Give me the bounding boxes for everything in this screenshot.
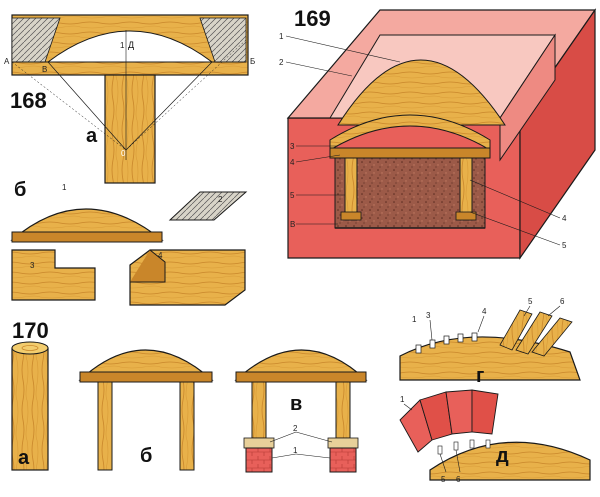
fig170-g-label-5: 5 xyxy=(528,297,533,306)
fig170-view-b: б xyxy=(140,445,152,467)
fig170-d-label-6: 6 xyxy=(456,475,461,484)
fig169-label-5: 5 xyxy=(290,191,295,200)
fig169-label-r5: 5 xyxy=(562,241,567,250)
fig168-guide-right xyxy=(125,39,247,151)
fig170-view-v: в xyxy=(290,393,302,415)
fig168-arc-segment xyxy=(46,30,214,63)
fig168-label-1: 1 xyxy=(120,41,125,50)
fig170-g-label-6: 6 xyxy=(560,297,565,306)
figure-170: 170 а б xyxy=(11,297,591,484)
fig168-view-a: а xyxy=(86,125,98,147)
fig168-guide-left xyxy=(11,61,127,151)
fig169-wedge-left xyxy=(340,211,362,221)
fig169-label-4: 4 xyxy=(290,158,295,167)
fig168-b-label-2: 2 xyxy=(218,195,223,204)
fig169-label-v: В xyxy=(290,220,295,229)
figure-168: 168 а 1 Д А В Б 0 б 1 2 3 4 xyxy=(4,14,255,306)
fig168-label-d: Д xyxy=(128,40,134,50)
fig168-view-b: б xyxy=(14,179,26,201)
fig170-g-label-4: 4 xyxy=(482,307,487,316)
fig170-view-a-log xyxy=(11,341,49,471)
fig170-view-v-frame xyxy=(234,349,368,473)
fig168-hatched-piece xyxy=(168,191,248,221)
fig170-view-b-frame xyxy=(78,349,214,471)
fig170-view-g-board xyxy=(399,305,581,381)
fig170-view-a: а xyxy=(18,447,30,469)
fig168-b-label-4: 4 xyxy=(158,251,163,260)
fig170-view-d-arch xyxy=(399,389,591,481)
fig170-v-label-2: 2 xyxy=(293,424,298,433)
fig168-radius-left xyxy=(47,61,127,151)
fig169-label-2: 2 xyxy=(279,58,284,67)
fig170-g-label-3: 3 xyxy=(426,311,431,320)
fig168-label-v: В xyxy=(42,65,47,74)
fig170-d-label-5: 5 xyxy=(441,475,446,484)
fig168-number: 168 xyxy=(10,88,47,113)
fig169-number: 169 xyxy=(294,6,331,31)
fig170-view-g: г xyxy=(476,365,484,387)
fig169-post-right xyxy=(459,157,473,221)
fig168-segment-edge xyxy=(11,231,163,243)
fig168-rebate-3 xyxy=(11,249,96,301)
fig169-label-3: 3 xyxy=(290,142,295,151)
figure-169: 169 1 2 3 4 5 В 4 5 xyxy=(279,6,597,260)
fig168-joint-4-notch xyxy=(130,249,166,283)
fig170-d-label-1: 1 xyxy=(400,395,405,404)
fig170-v-label-1: 1 xyxy=(293,446,298,455)
fig168-b-label-1: 1 xyxy=(62,183,67,192)
fig168-label-o: 0 xyxy=(121,149,126,158)
fig169-wedge-right xyxy=(455,211,477,221)
fig170-number: 170 xyxy=(12,318,49,343)
fig168-radius-right xyxy=(125,61,213,151)
fig169-arch-lagging xyxy=(337,59,506,126)
fig169-label-1: 1 xyxy=(279,32,284,41)
fig169-right-face xyxy=(519,8,596,260)
fig169-label-r4: 4 xyxy=(562,214,567,223)
fig170-view-d: д xyxy=(496,445,509,467)
fig169-crossbeam xyxy=(329,147,491,159)
fig169-leaders xyxy=(285,35,561,246)
fig168-b-label-3: 3 xyxy=(30,261,35,270)
fig168-label-b: Б xyxy=(250,57,255,66)
fig169-post-left xyxy=(344,157,358,221)
fig169-opening-right xyxy=(499,33,556,162)
fig170-g-label-1: 1 xyxy=(412,315,417,324)
fig168-stem-board xyxy=(104,74,156,184)
fig168-label-a: А xyxy=(4,57,10,66)
